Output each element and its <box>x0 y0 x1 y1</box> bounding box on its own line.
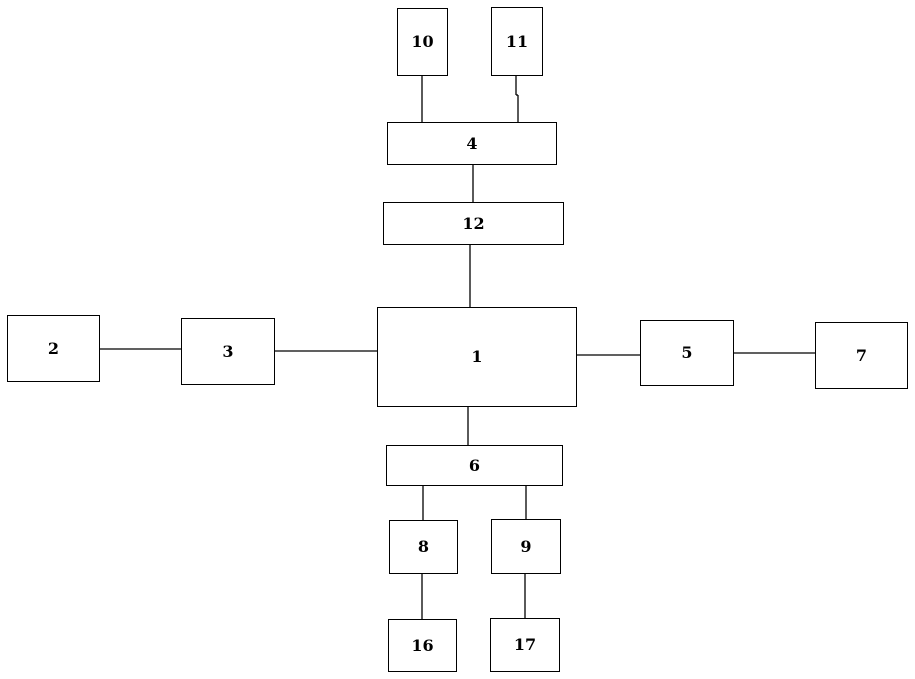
block-5: 5 <box>640 320 734 386</box>
block-12-label: 12 <box>462 216 484 232</box>
block-7-label: 7 <box>856 348 867 364</box>
block-16: 16 <box>388 619 457 672</box>
block-11: 11 <box>491 7 543 76</box>
block-2: 2 <box>7 315 100 382</box>
block-4-label: 4 <box>466 136 477 152</box>
block-1: 1 <box>377 307 577 407</box>
block-8: 8 <box>389 520 458 574</box>
block-16-label: 16 <box>411 638 433 654</box>
block-3: 3 <box>181 318 275 385</box>
block-11-label: 11 <box>506 34 528 50</box>
block-10: 10 <box>397 8 448 76</box>
block-9: 9 <box>491 519 561 574</box>
block-8-label: 8 <box>418 539 429 555</box>
block-3-label: 3 <box>222 344 233 360</box>
block-10-label: 10 <box>411 34 433 50</box>
block-7: 7 <box>815 322 908 389</box>
block-12: 12 <box>383 202 564 245</box>
block-2-label: 2 <box>48 341 59 357</box>
block-6: 6 <box>386 445 563 486</box>
block-17-label: 17 <box>514 637 536 653</box>
block-4: 4 <box>387 122 557 165</box>
block-6-label: 6 <box>469 458 480 474</box>
block-17: 17 <box>490 618 560 672</box>
block-9-label: 9 <box>520 539 531 555</box>
block-5-label: 5 <box>681 345 692 361</box>
block-1-label: 1 <box>471 349 482 365</box>
